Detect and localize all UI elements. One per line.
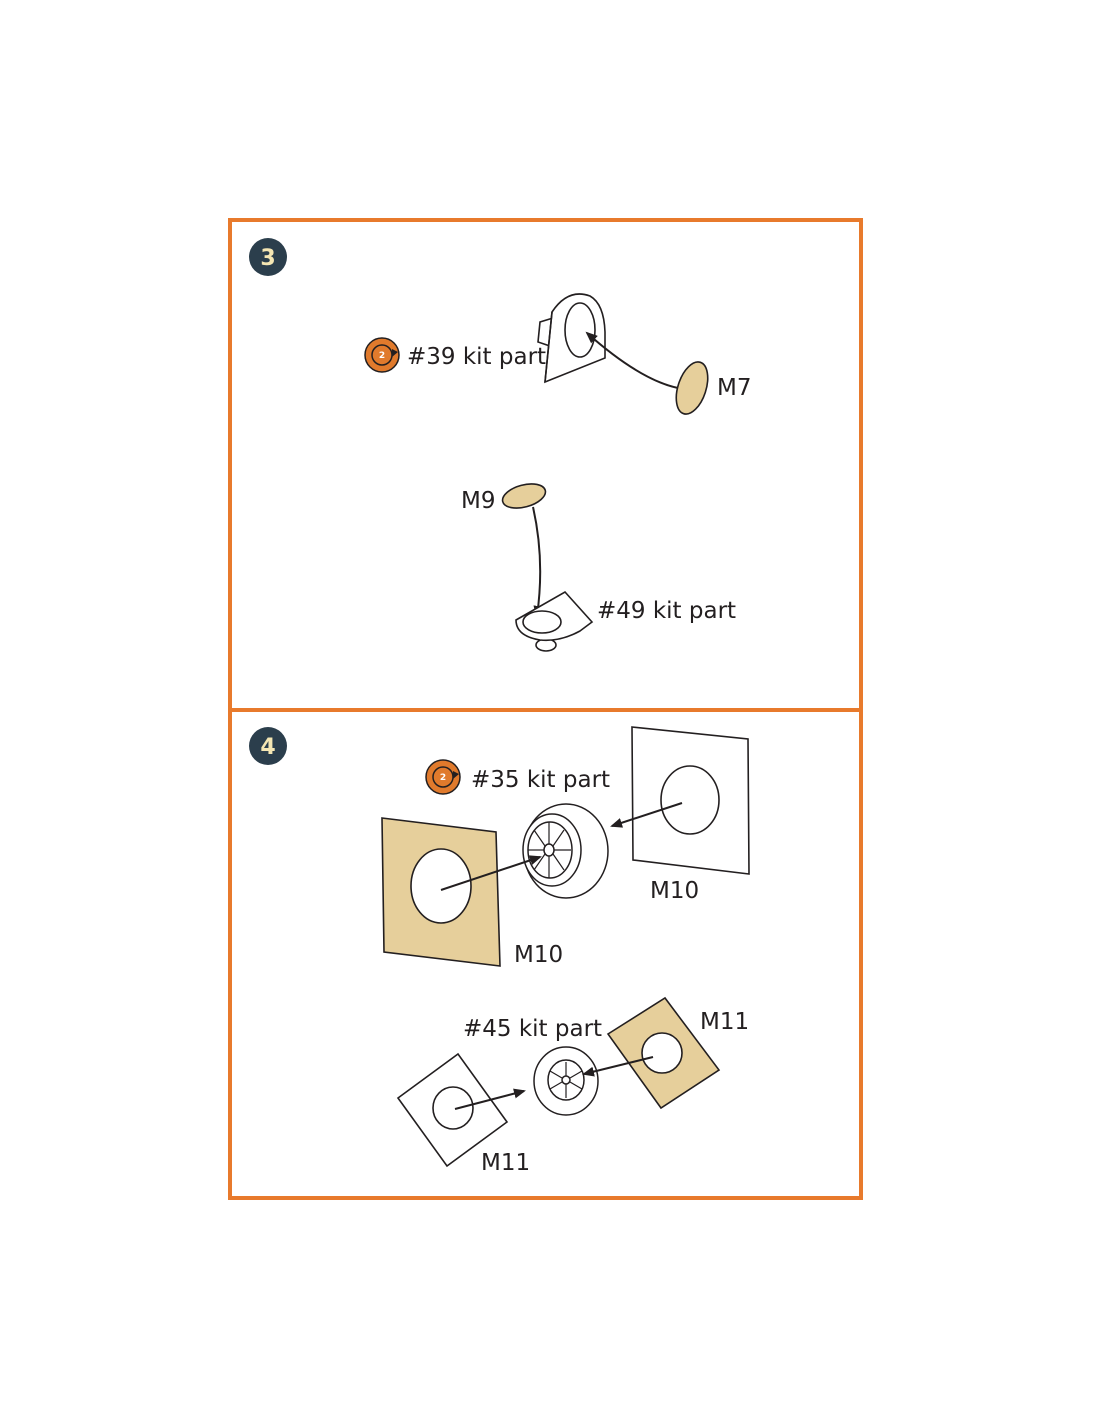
kit-part-49-drawing [515,590,594,652]
label-m7: M7 [717,375,751,401]
kit-part-39-drawing [537,293,606,384]
label-m11-left: M11 [481,1150,530,1176]
step-4-frame [228,708,863,1200]
arrow-m11-inner-to-wheel [582,1056,654,1077]
photo-etch-part-m7 [675,361,709,415]
photo-etch-part-m11-inner [606,996,721,1110]
label-kit-part-39: #39 kit part [407,344,546,370]
label-m9: M9 [461,488,495,514]
numbered-circle-arrow-icon: 2 [364,337,400,373]
photo-etch-part-m9 [501,483,547,509]
arrow-m10-inner-to-wheel [440,855,542,891]
arrow-m9-to-part-49 [532,506,544,618]
photo-etch-part-m11-outer [396,1052,509,1168]
label-m10-left: M10 [514,942,563,968]
photo-etch-part-m10-inner [381,817,501,967]
step-4-badge: 4 [249,727,287,765]
label-kit-part-45: #45 kit part [463,1016,602,1042]
svg-text:2: 2 [440,773,446,783]
label-m10-right: M10 [650,878,699,904]
label-kit-part-49: #49 kit part [597,598,736,624]
step-4-number: 4 [260,735,275,760]
kit-part-35-wheel [522,803,609,899]
photo-etch-part-m10-outer [631,726,750,875]
step-3-panel: 3 2 #39 kit part M7 M9 [228,218,863,712]
arrow-m10-outer-to-wheel [610,802,683,828]
arrow-m7-to-part-39 [585,331,679,389]
step-3-number: 3 [260,246,275,271]
svg-text:2: 2 [379,351,385,361]
kit-part-45-wheel [533,1046,599,1116]
arrow-m11-outer-to-wheel [454,1088,526,1110]
step-3-badge: 3 [249,238,287,276]
step-4-panel: 4 2 #35 kit part M10 [228,708,863,1200]
label-kit-part-35: #35 kit part [471,767,610,793]
label-m11-right: M11 [700,1009,749,1035]
numbered-circle-arrow-icon: 2 [425,759,461,795]
